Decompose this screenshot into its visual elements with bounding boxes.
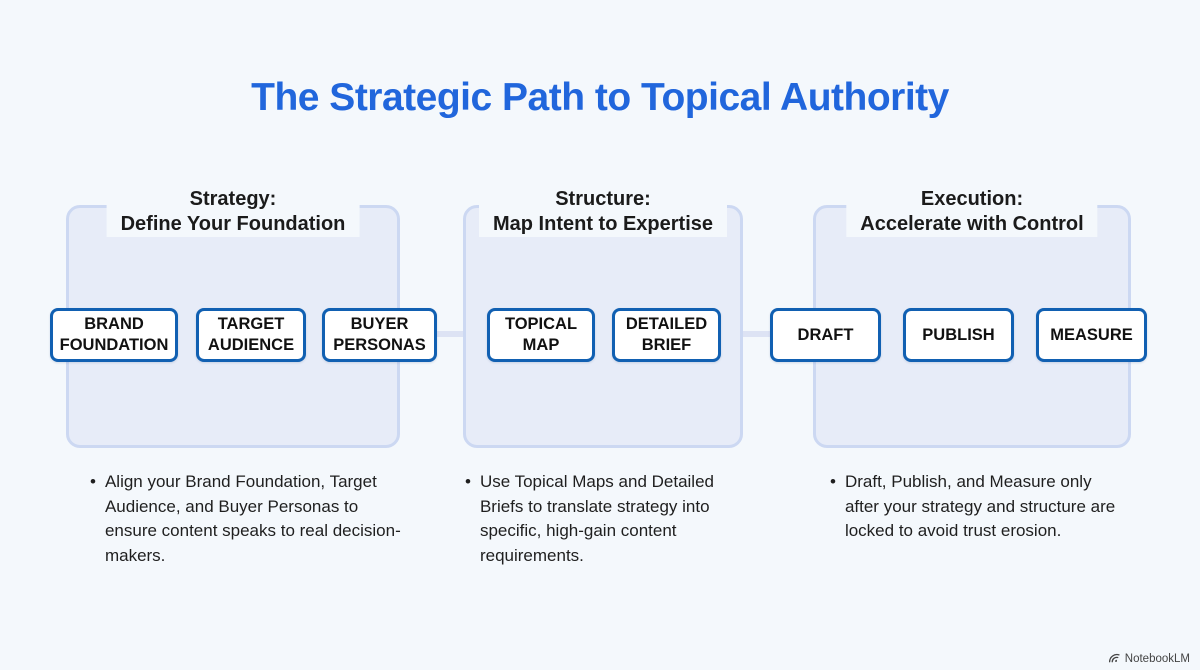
watermark: NotebookLM — [1108, 652, 1190, 665]
watermark-label: NotebookLM — [1124, 652, 1190, 665]
node-draft: DRAFT — [770, 308, 881, 362]
bullet-marker: • — [465, 472, 471, 491]
notebooklm-logo-icon — [1108, 652, 1121, 665]
node-publish: PUBLISH — [903, 308, 1014, 362]
node-measure: MEASURE — [1036, 308, 1147, 362]
heading-strategy-line2: Define Your Foundation — [120, 213, 346, 235]
bullet-execution-text: Draft, Publish, and Measure only after y… — [844, 472, 1116, 540]
bullet-structure-text: Use Topical Maps and Detailed Briefs to … — [479, 472, 714, 565]
heading-execution: Execution: Accelerate with Control — [846, 187, 1098, 237]
heading-execution-line1: Execution: — [920, 188, 1024, 210]
node-brand-foundation: BRAND FOUNDATION — [50, 308, 178, 362]
node-buyer-personas: BUYER PERSONAS — [322, 308, 437, 362]
bullet-strategy: • Align your Brand Foundation, Target Au… — [90, 470, 402, 568]
bullet-marker: • — [830, 472, 836, 491]
page-title: The Strategic Path to Topical Authority — [251, 76, 949, 119]
bullet-execution: • Draft, Publish, and Measure only after… — [830, 470, 1118, 544]
node-topical-map: TOPICAL MAP — [487, 308, 595, 362]
bullet-structure: • Use Topical Maps and Detailed Briefs t… — [465, 470, 737, 568]
node-target-audience: TARGET AUDIENCE — [196, 308, 306, 362]
heading-execution-line2: Accelerate with Control — [860, 213, 1084, 235]
heading-strategy: Strategy: Define Your Foundation — [106, 187, 360, 237]
heading-strategy-line1: Strategy: — [189, 188, 277, 210]
bullet-strategy-text: Align your Brand Foundation, Target Audi… — [104, 472, 401, 565]
node-detailed-brief: DETAILED BRIEF — [612, 308, 721, 362]
heading-structure: Structure: Map Intent to Expertise — [478, 187, 728, 237]
heading-structure-line2: Map Intent to Expertise — [492, 213, 714, 235]
bullet-marker: • — [90, 472, 96, 491]
heading-structure-line1: Structure: — [555, 188, 651, 210]
